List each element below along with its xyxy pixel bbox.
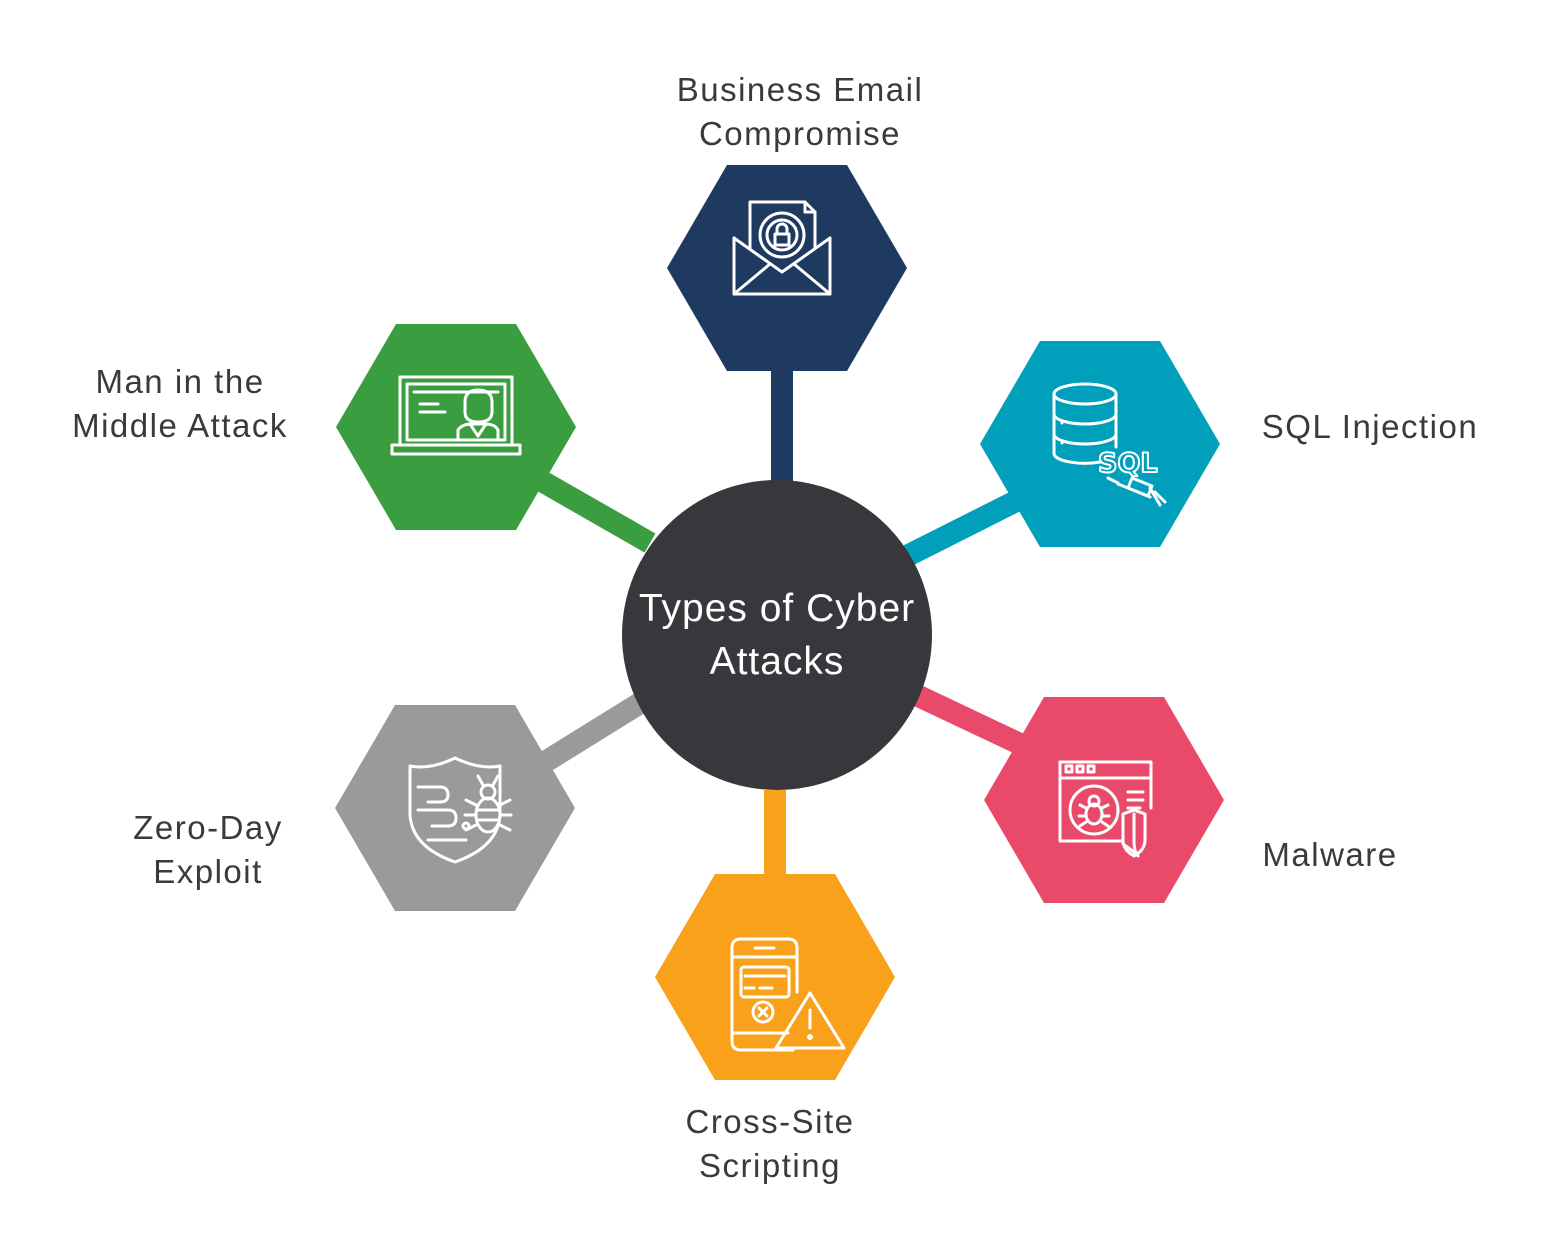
center-title-line: Attacks bbox=[709, 640, 845, 683]
connector-mal bbox=[905, 682, 1027, 755]
database-sql-syringe-icon bbox=[1052, 382, 1167, 507]
connectors bbox=[534, 370, 1027, 880]
envelope-lock-icon bbox=[732, 200, 832, 296]
label-zero-day-exploit: Zero-Day Exploit bbox=[58, 806, 358, 894]
label-line: Business Email bbox=[676, 71, 924, 108]
hexagon-zero bbox=[335, 705, 575, 911]
laptop-person-icon bbox=[390, 375, 522, 456]
label-sql-injection: SQL Injection bbox=[1220, 405, 1520, 449]
label-man-in-the-middle: Man in the Middle Attack bbox=[30, 360, 330, 448]
center-title: Types of Cyber Attacks bbox=[622, 480, 932, 790]
shield-bug-icon bbox=[408, 756, 513, 864]
label-line: SQL Injection bbox=[1261, 408, 1479, 445]
hexagon-mitm bbox=[336, 324, 576, 530]
sql-icon-text: SQL bbox=[1098, 448, 1158, 479]
browser-bug-shield-icon bbox=[1058, 760, 1153, 858]
connector-sql bbox=[900, 488, 1027, 567]
label-line: Cross-Site bbox=[685, 1103, 855, 1140]
center-circle bbox=[622, 480, 932, 790]
label-line: Middle Attack bbox=[72, 407, 288, 444]
label-line: Man in the bbox=[95, 363, 265, 400]
connector-mitm bbox=[534, 470, 656, 553]
phone-warning-icon bbox=[730, 937, 846, 1052]
label-cross-site-scripting: Cross-Site Scripting bbox=[620, 1100, 920, 1188]
label-malware: Malware bbox=[1180, 833, 1480, 877]
label-line: Malware bbox=[1262, 836, 1398, 873]
label-business-email-compromise: Business Email Compromise bbox=[600, 68, 1000, 156]
label-line: Zero-Day bbox=[133, 809, 283, 846]
connector-zero bbox=[539, 690, 651, 772]
label-line: Scripting bbox=[699, 1147, 841, 1184]
label-line: Exploit bbox=[153, 853, 263, 890]
label-line: Compromise bbox=[698, 115, 902, 152]
center-title-line: Types of Cyber bbox=[638, 587, 916, 630]
hexagon-mal bbox=[984, 697, 1224, 903]
